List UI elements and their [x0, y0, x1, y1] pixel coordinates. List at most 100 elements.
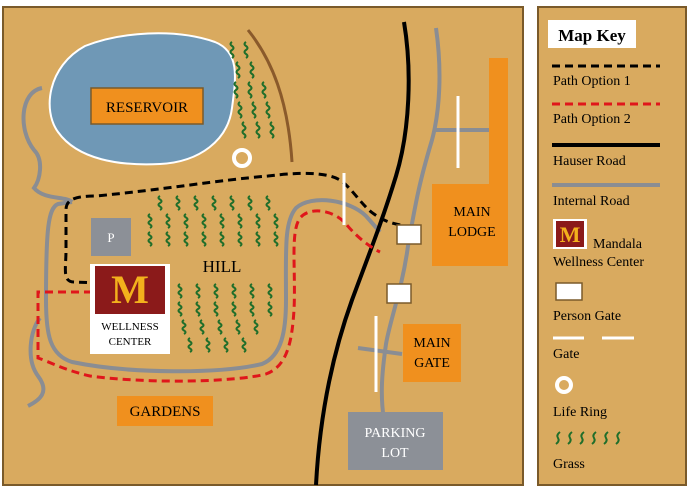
grass-squiggle: [177, 283, 183, 299]
main-lodge-label-line2: LODGE: [448, 225, 495, 240]
key-label-internal: Internal Road: [553, 194, 630, 209]
internal-road-north: [379, 27, 442, 421]
grass-squiggle: [147, 231, 153, 247]
reservoir-label-box: [90, 87, 204, 125]
grass-key-squiggle: [567, 431, 573, 445]
map-key-panel: Map Key Path Option 1 Path Option 2 Haus…: [537, 6, 687, 486]
parking-small-box: [91, 218, 131, 256]
grass-squiggle: [229, 41, 235, 59]
internal-road-west-spur: [27, 316, 46, 408]
grass-squiggle: [223, 337, 229, 353]
main-lodge-label-line1: MAIN: [453, 205, 490, 220]
grass-squiggle: [147, 213, 153, 229]
grass-squiggle: [255, 213, 261, 229]
grass-squiggle: [235, 61, 241, 79]
grass-squiggle: [193, 195, 199, 211]
key-label-grass: Grass: [553, 457, 585, 472]
grass-squiggle: [213, 301, 219, 317]
grass-squiggle: [243, 41, 249, 59]
grass-squiggle: [195, 301, 201, 317]
key-label-wellness-line2: Wellness Center: [553, 255, 644, 270]
grass-squiggle: [183, 231, 189, 247]
grass-squiggle: [229, 195, 235, 211]
grass-squiggle: [265, 195, 271, 211]
grass-squiggle: [181, 319, 187, 335]
grass-squiggle: [201, 231, 207, 247]
grass-squiggle: [231, 301, 237, 317]
grass-squiggle: [165, 213, 171, 229]
person-gate-middle: [386, 283, 412, 304]
vehicle-gates: [342, 96, 460, 392]
grass-area: [147, 41, 279, 353]
grass-squiggle: [231, 283, 237, 299]
key-label-path2: Path Option 2: [553, 112, 631, 127]
grass-squiggle: [213, 283, 219, 299]
gardens-label-box: [117, 396, 213, 426]
parking-lot-label-line1: PARKING: [365, 426, 426, 441]
grass-squiggle: [241, 121, 247, 139]
grass-squiggle: [175, 195, 181, 211]
wellness-center-icon-tile: [556, 221, 584, 247]
key-title-box: [548, 20, 636, 48]
grass-squiggle: [237, 213, 243, 229]
ridge-line: [246, 29, 294, 163]
grass-key-squiggle: [603, 431, 609, 445]
grass-squiggle: [251, 101, 257, 119]
path-option-1: [63, 171, 405, 285]
internal-road-gate-spur: [357, 346, 403, 356]
grass-squiggle: [267, 301, 273, 317]
grass-key-squiggle: [555, 431, 561, 445]
person-gate-icon: [555, 282, 583, 301]
person-gate-lodge: [396, 224, 422, 245]
internal-roads: [21, 27, 490, 421]
grass-squiggle: [195, 283, 201, 299]
grass-squiggle: [177, 301, 183, 317]
parking-lot-label-line2: LOT: [381, 446, 409, 461]
key-label-person-gate: Person Gate: [553, 309, 621, 324]
grass-squiggle: [233, 81, 239, 99]
grass-squiggle: [219, 213, 225, 229]
gardens-label: GARDENS: [130, 404, 201, 420]
wellness-logo-tile: [95, 266, 165, 314]
main-gate-box: [403, 324, 461, 382]
grass-squiggle: [247, 195, 253, 211]
wellness-label-line2: CENTER: [109, 336, 152, 348]
grass-squiggle: [255, 121, 261, 139]
grass-squiggle: [201, 213, 207, 229]
grass-squiggle: [267, 283, 273, 299]
wellness-logo-letter: M: [111, 267, 149, 312]
parking-lot-box: [348, 412, 443, 470]
hill-label: HILL: [203, 257, 242, 276]
grass-squiggle: [249, 61, 255, 79]
grass-squiggle: [187, 337, 193, 353]
life-ring-icon: [232, 148, 252, 168]
map-panel: RESERVOIR P HILL M WELLNESS CENTER GARDE…: [2, 6, 524, 486]
grass-squiggle: [217, 319, 223, 335]
key-title: Map Key: [558, 26, 626, 45]
grass-squiggle: [165, 231, 171, 247]
grass-squiggle: [273, 213, 279, 229]
grass-key-squiggle: [591, 431, 597, 445]
grass-squiggle: [253, 319, 259, 335]
internal-road-west-loop: [21, 86, 74, 204]
grass-squiggle: [205, 337, 211, 353]
wellness-center: M WELLNESS CENTER: [90, 264, 170, 354]
key-label-hauser: Hauser Road: [553, 154, 626, 169]
internal-road-hill-loop: [43, 198, 382, 374]
grass-squiggle: [211, 195, 217, 211]
grass-squiggle: [249, 301, 255, 317]
key-label-life-ring: Life Ring: [553, 405, 607, 420]
grass-squiggle: [237, 101, 243, 119]
grass-squiggle: [247, 81, 253, 99]
grass-squiggle: [269, 121, 275, 139]
grass-key-squiggle: [579, 431, 585, 445]
grass-icon: [555, 431, 621, 445]
grass-squiggle: [249, 283, 255, 299]
grass-squiggle: [219, 231, 225, 247]
life-ring-key-icon: [555, 376, 573, 394]
main-gate-label-line2: GATE: [414, 356, 450, 371]
grass-squiggle: [273, 231, 279, 247]
key-label-wellness-line1: Mandala: [593, 237, 643, 252]
grass-squiggle: [199, 319, 205, 335]
